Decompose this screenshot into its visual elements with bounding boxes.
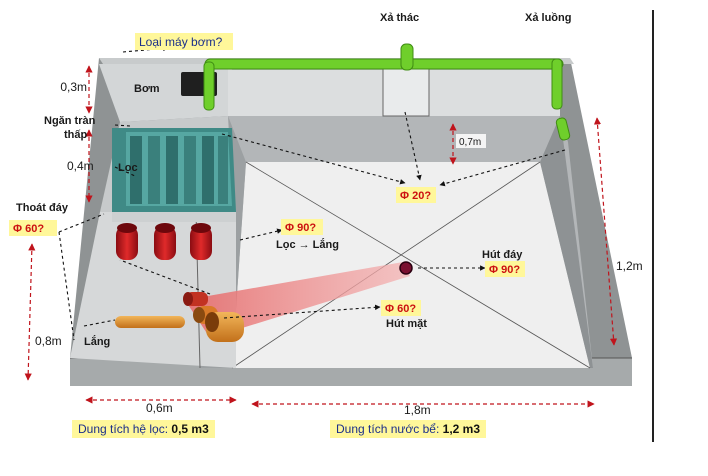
- dim-pump-height: 0,3m: [60, 80, 87, 94]
- filter-volume-value: 0,5 m3: [171, 422, 209, 436]
- waterfall-outlet-label: Xả thác: [380, 12, 419, 24]
- frame-edge: [652, 10, 654, 442]
- filter-volume-caption: Dung tích hệ lọc: 0,5 m3: [72, 420, 215, 438]
- bottom-outlet-label: Thoát đáy: [16, 202, 69, 214]
- overflow-label-2: thấp: [64, 129, 88, 141]
- filter-to-settle-label: Lọc → Lắng: [276, 238, 339, 251]
- pond-volume-caption: Dung tích nước bể: 1,2 m3: [330, 420, 486, 438]
- pond-volume-label: Dung tích nước bể:: [336, 422, 440, 436]
- settle-label: Lắng: [84, 335, 110, 348]
- stream-outlet-label: Xả luồng: [525, 12, 571, 24]
- dim-waterfall-height: 0,7m: [459, 137, 481, 148]
- filter-label: Lọc: [118, 162, 138, 174]
- pipe-size-bottom-suction: Φ 90?: [489, 264, 520, 276]
- green-pipe: [203, 43, 571, 141]
- pump-label: Bơm: [134, 83, 160, 95]
- dim-pond-width: 1,8m: [404, 403, 431, 417]
- pipe-size-bottom-outlet: Φ 60?: [13, 223, 44, 235]
- dimension-lines: [24, 65, 618, 408]
- dim-total-height: 1,2m: [616, 259, 643, 273]
- pipe-size-outlets: Φ 20?: [400, 190, 431, 202]
- overflow-label-1: Ngăn tràn: [44, 115, 96, 127]
- filter-volume-label: Dung tích hệ lọc:: [78, 422, 169, 436]
- dim-filter-width: 0,6m: [146, 401, 173, 415]
- surface-skimmer-label: Hút mặt: [386, 318, 427, 330]
- filter-media: [112, 128, 236, 222]
- bottom-suction-label: Hút đáy: [482, 249, 523, 261]
- pipe-size-surface: Φ 60?: [385, 303, 416, 315]
- settle-pipes: [115, 292, 244, 342]
- pond-volume-value: 1,2 m3: [442, 422, 480, 436]
- pipe-size-filter: Φ 90?: [285, 222, 316, 234]
- dim-filter-height: 0,4m: [67, 159, 94, 173]
- bottom-drain: [399, 261, 413, 275]
- pump-question-bg: [135, 33, 233, 50]
- red-pipes: [116, 223, 212, 260]
- dim-settle-height: 0,8m: [35, 334, 62, 348]
- pump-type-question: Loại máy bơm?: [139, 35, 223, 49]
